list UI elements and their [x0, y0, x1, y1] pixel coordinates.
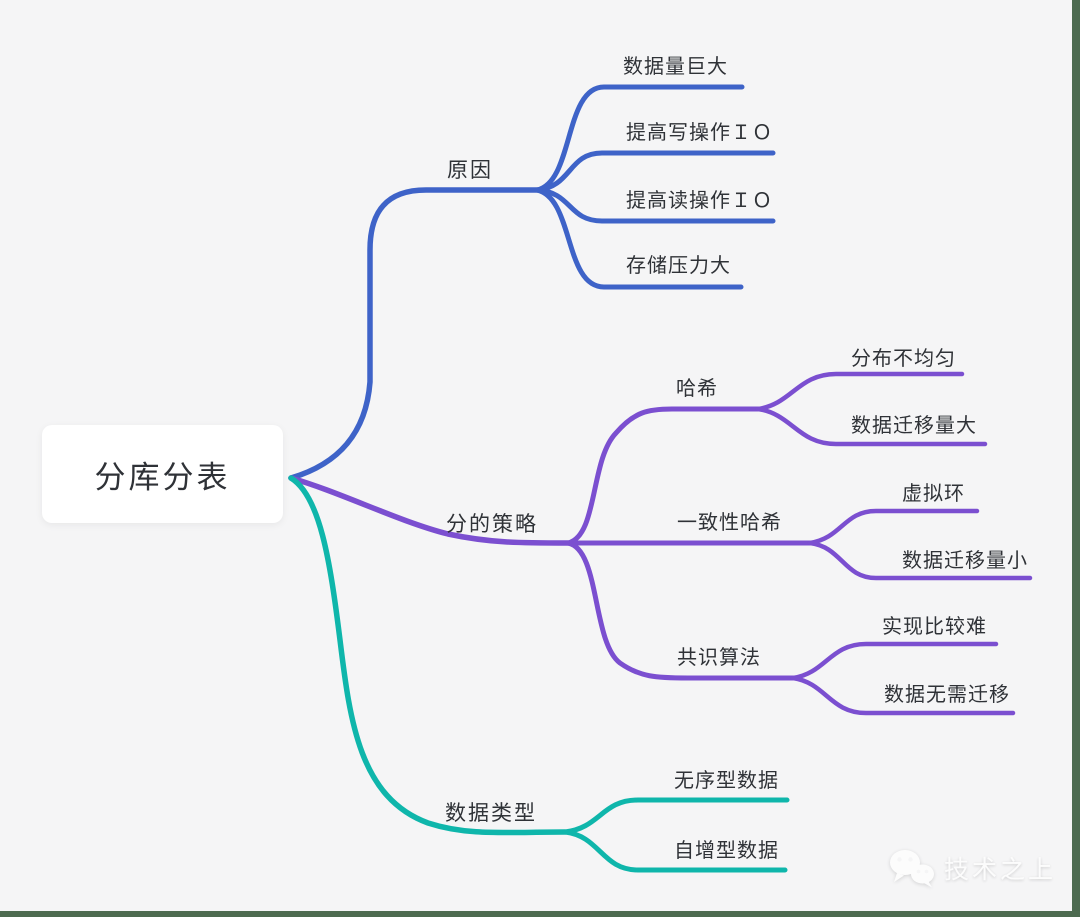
edge-data-type-unordered [562, 797, 790, 835]
node-consistent-hash: 一致性哈希 [677, 512, 782, 534]
node-data-type: 数据类型 [445, 802, 537, 825]
node-unordered-data: 无序型数据 [674, 770, 779, 792]
root-node: 分库分表 [42, 425, 283, 523]
node-improve-read-io: 提高读操作ＩＯ [626, 190, 773, 212]
node-small-data-migration: 数据迁移量小 [902, 550, 1028, 572]
node-large-data-migration: 数据迁移量大 [851, 415, 977, 437]
node-hash: 哈希 [676, 378, 718, 400]
edge-reason-data-volume [534, 84, 745, 193]
edge-reason-write-io [534, 150, 776, 193]
edge-consistent-hash-migration-small [807, 540, 1033, 581]
edge-hash-migration-large [755, 406, 988, 447]
edge-hash-uneven [755, 371, 965, 412]
node-sharding-strategy: 分的策略 [446, 513, 538, 536]
node-no-data-migration: 数据无需迁移 [884, 684, 1010, 706]
right-edge-border [1072, 0, 1080, 917]
edge-strategy-hash [565, 406, 761, 546]
edge-strategy-consensus [565, 540, 796, 681]
root-node-label: 分库分表 [94, 459, 231, 495]
node-data-volume-huge: 数据量巨大 [623, 56, 728, 78]
edge-root-data-type [288, 475, 568, 836]
watermark-text: 技术之上 [944, 856, 1057, 884]
edge-root-strategy [288, 475, 571, 546]
node-improve-write-io: 提高写操作ＩＯ [626, 122, 773, 144]
edge-consistent-hash-virtual-ring [807, 508, 980, 546]
edge-root-reason [288, 187, 540, 481]
node-storage-pressure: 存储压力大 [626, 255, 731, 277]
edge-reason-read-io [534, 187, 776, 224]
node-uneven-distribution: 分布不均匀 [851, 348, 956, 370]
node-consensus-algorithm: 共识算法 [677, 647, 761, 669]
bottom-edge-border [0, 911, 1080, 917]
edge-data-type-auto-increment [562, 829, 788, 873]
node-auto-increment-data: 自增型数据 [674, 840, 779, 862]
edge-reason-storage [534, 187, 744, 290]
node-hard-to-implement: 实现比较难 [882, 616, 987, 638]
wechat-icon [890, 850, 934, 888]
watermark: 技术之上 [888, 848, 1056, 888]
edge-consensus-hard [790, 641, 999, 681]
edge-consensus-no-migration [790, 675, 1016, 716]
node-virtual-ring: 虚拟环 [902, 483, 965, 505]
node-reason: 原因 [447, 159, 493, 182]
